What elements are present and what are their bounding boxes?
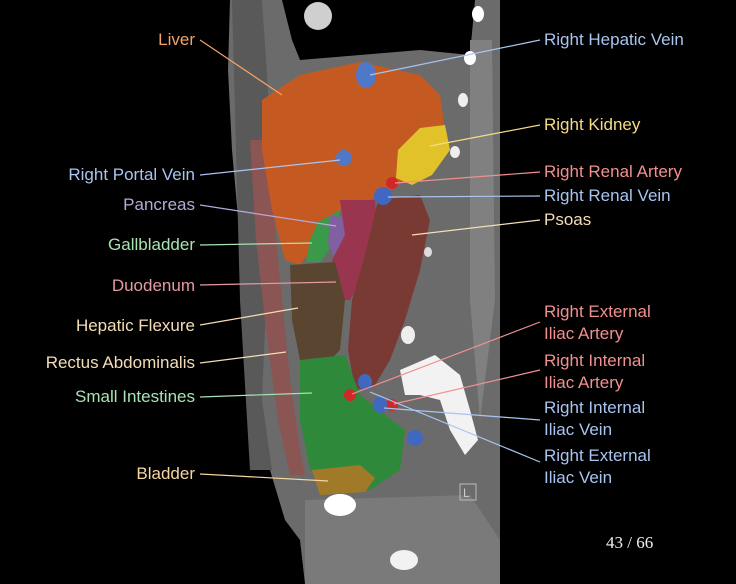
right-portal-vein-leader <box>199 159 341 176</box>
right-external-iliac-vein-leader <box>369 391 541 463</box>
right-internal-iliac-vein-marker <box>373 397 387 413</box>
right-internal-iliac-vein-leader <box>383 407 541 421</box>
right-hepatic-vein-leader <box>369 39 541 76</box>
label-right-external-iliac-vein-line1: Right External <box>544 446 651 465</box>
right-portal-vein-marker <box>336 150 352 166</box>
rectus-abdominalis-region <box>250 140 305 475</box>
label-right-internal-iliac-artery-line1: Right Internal <box>544 351 646 370</box>
label-hepatic-flexure: Hepatic Flexure <box>75 316 195 335</box>
orientation-marker-box <box>459 483 477 501</box>
label-liver: Liver <box>158 30 195 49</box>
right-kidney-leader <box>429 124 541 147</box>
duodenum-region <box>332 200 378 300</box>
small-intestines-region <box>300 355 405 490</box>
rectus-abdominalis-leader <box>199 351 287 364</box>
hepatic-flexure-region <box>290 262 345 370</box>
label-right-internal-iliac-vein-line2: Iliac Vein <box>544 420 613 439</box>
right-hepatic-vein-marker <box>356 62 376 88</box>
right-internal-iliac-artery-leader <box>393 369 541 405</box>
label-rectus-abdominalis: Rectus Abdominalis <box>45 353 195 372</box>
right-external-iliac-artery-marker <box>344 389 356 401</box>
right-renal-artery-marker <box>386 177 398 189</box>
right-renal-vein-marker <box>374 187 392 205</box>
hepatic-flexure-leader <box>199 307 299 326</box>
liver-region <box>262 62 445 265</box>
slice-counter: 43 / 66 <box>606 533 654 552</box>
pancreas-leader <box>199 204 337 227</box>
duodenum-leader <box>199 281 337 286</box>
label-right-external-iliac-artery-line1: Right External <box>544 302 651 321</box>
psoas-leader <box>411 219 541 236</box>
label-pancreas: Pancreas <box>123 195 195 214</box>
orientation-marker: L <box>463 486 470 500</box>
bladder-leader <box>199 473 329 482</box>
label-right-hepatic-vein: Right Hepatic Vein <box>544 30 684 49</box>
small-intestines-leader <box>199 392 313 398</box>
label-right-renal-vein: Right Renal Vein <box>544 186 671 205</box>
right-renal-artery-leader <box>394 171 541 184</box>
right-external-iliac-artery-leader <box>351 321 541 395</box>
kidney-region <box>396 125 450 185</box>
right-renal-vein-leader <box>387 195 541 198</box>
label-right-portal-vein: Right Portal Vein <box>68 165 195 184</box>
label-right-kidney: Right Kidney <box>544 115 641 134</box>
label-right-external-iliac-artery-line2: Iliac Artery <box>544 324 624 343</box>
label-right-renal-artery: Right Renal Artery <box>544 162 682 181</box>
label-right-internal-iliac-vein-line1: Right Internal <box>544 398 646 417</box>
label-right-external-iliac-vein-line2: Iliac Vein <box>544 468 613 487</box>
label-bladder: Bladder <box>136 464 195 483</box>
gallbladder-leader <box>199 242 313 246</box>
bladder-region <box>312 465 375 495</box>
label-small-intestines: Small Intestines <box>75 387 195 406</box>
label-duodenum: Duodenum <box>111 276 195 295</box>
label-psoas: Psoas <box>544 210 592 229</box>
label-right-internal-iliac-artery-line2: Iliac Artery <box>544 373 624 392</box>
psoas-region <box>348 195 430 390</box>
liver-leader <box>199 39 283 96</box>
label-gallbladder: Gallbladder <box>108 235 195 254</box>
